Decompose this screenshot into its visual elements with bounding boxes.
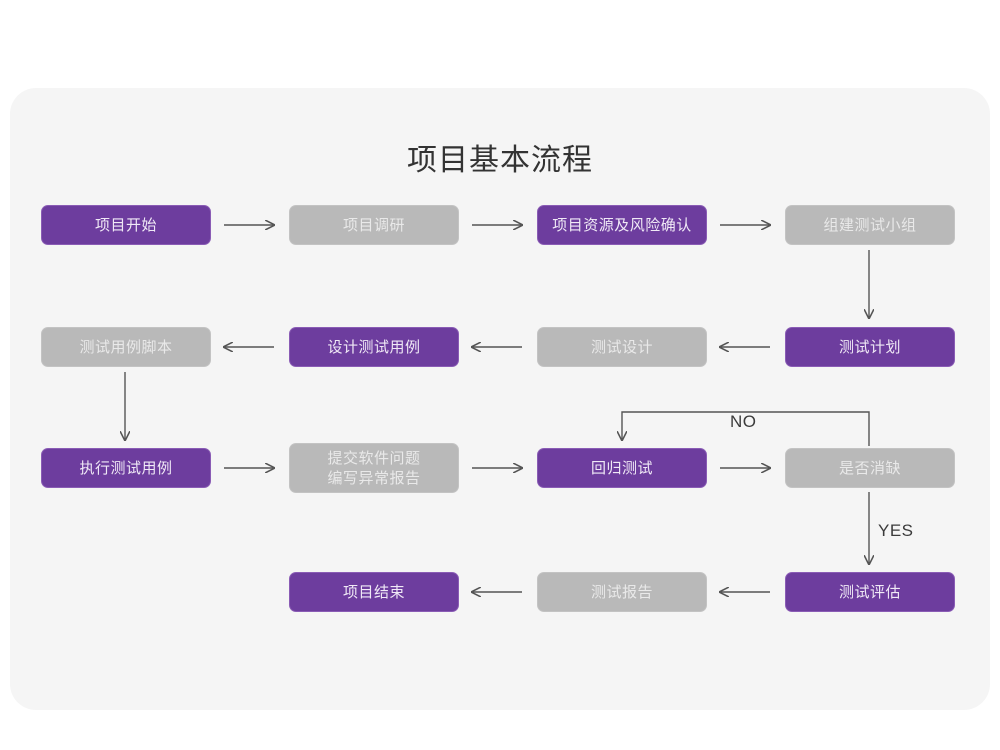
edge-label-yes: YES — [878, 521, 914, 540]
node-submit-defect-report[interactable]: 提交软件问题 编写异常报告 — [289, 443, 459, 493]
node-test-report[interactable]: 测试报告 — [537, 572, 707, 612]
node-test-case-script[interactable]: 测试用例脚本 — [41, 327, 211, 367]
node-label: 测试设计 — [590, 338, 653, 356]
node-project-research[interactable]: 项目调研 — [289, 205, 459, 245]
node-regression-test[interactable]: 回归测试 — [537, 448, 707, 488]
flowchart-card — [10, 88, 990, 710]
node-project-end[interactable]: 项目结束 — [289, 572, 459, 612]
node-label: 项目调研 — [342, 216, 405, 234]
node-label: 提交软件问题 编写异常报告 — [327, 449, 421, 487]
node-design-test-case[interactable]: 设计测试用例 — [289, 327, 459, 367]
node-label: 测试用例脚本 — [79, 338, 173, 356]
node-defect-cleared-decision[interactable]: 是否消缺 — [785, 448, 955, 488]
edge-label-no: NO — [730, 412, 757, 431]
node-label: 组建测试小组 — [823, 216, 917, 234]
node-label: 测试评估 — [838, 583, 901, 601]
node-label: 项目资源及风险确认 — [552, 216, 692, 234]
node-label: 测试计划 — [838, 338, 901, 356]
node-build-test-team[interactable]: 组建测试小组 — [785, 205, 955, 245]
node-label: 测试报告 — [590, 583, 653, 601]
node-execute-test-case[interactable]: 执行测试用例 — [41, 448, 211, 488]
node-test-design[interactable]: 测试设计 — [537, 327, 707, 367]
node-resource-risk-confirm[interactable]: 项目资源及风险确认 — [537, 205, 707, 245]
page-title: 项目基本流程 — [407, 143, 593, 178]
node-label: 项目结束 — [342, 583, 405, 601]
node-label: 项目开始 — [94, 216, 157, 234]
node-test-evaluation[interactable]: 测试评估 — [785, 572, 955, 612]
node-project-start[interactable]: 项目开始 — [41, 205, 211, 245]
node-label: 执行测试用例 — [79, 459, 173, 477]
node-label: 回归测试 — [590, 459, 653, 477]
node-label: 设计测试用例 — [327, 338, 421, 356]
node-test-plan[interactable]: 测试计划 — [785, 327, 955, 367]
node-label: 是否消缺 — [838, 459, 901, 477]
